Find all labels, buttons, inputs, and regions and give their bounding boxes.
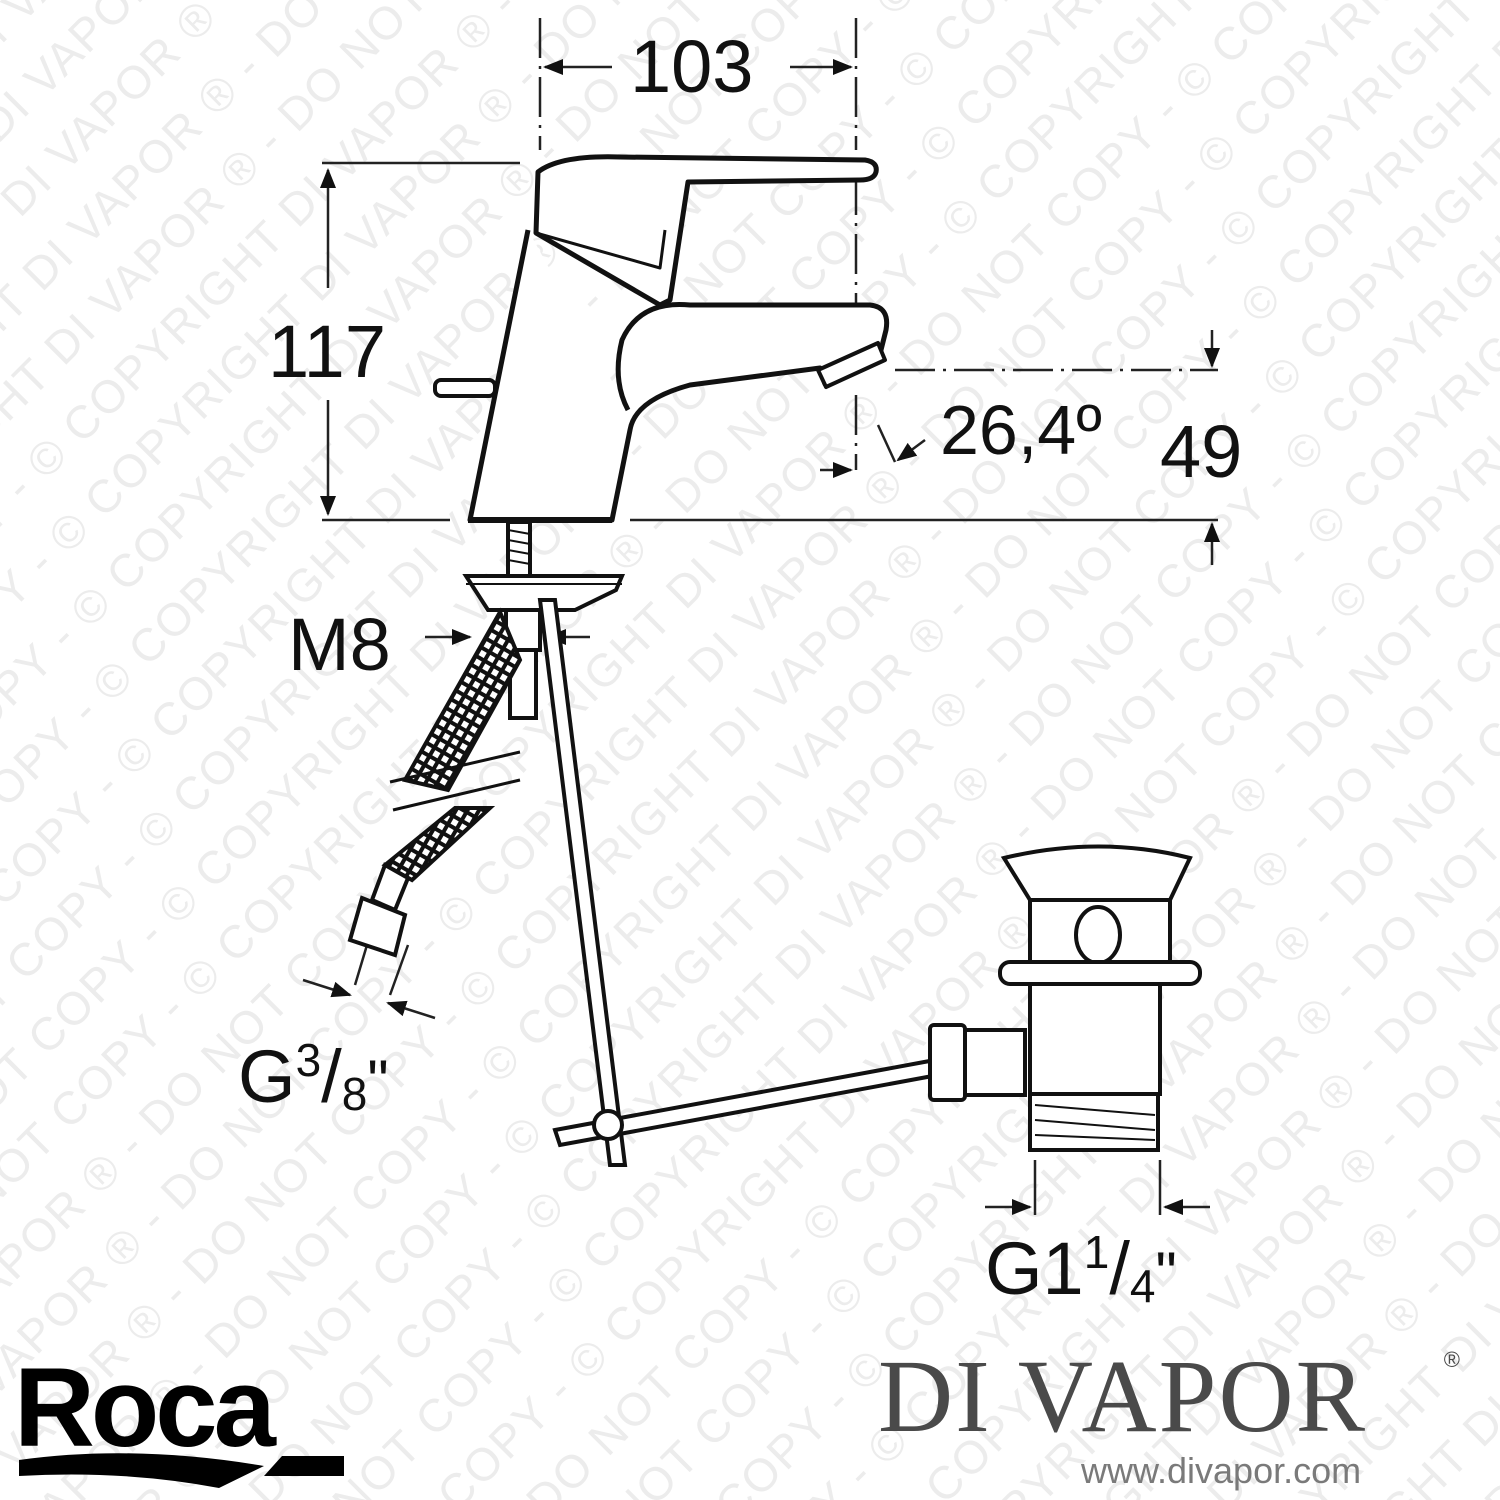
fraction-slash: / bbox=[321, 1035, 342, 1118]
waste-connection-prefix: G1 bbox=[985, 1227, 1084, 1310]
spout-height-label: 49 bbox=[1160, 410, 1243, 493]
inch-mark: " bbox=[1155, 1240, 1177, 1307]
fraction-slash: / bbox=[1109, 1227, 1130, 1310]
spout-angle-label: 26,4º bbox=[940, 391, 1102, 469]
roca-wordmark: Roca bbox=[14, 1345, 276, 1470]
inch-mark: " bbox=[367, 1048, 389, 1115]
pop-up-waste bbox=[537, 598, 1202, 1167]
fraction-denominator: 4 bbox=[1129, 1260, 1156, 1312]
divapor-wordmark: DI VAPOR bbox=[878, 1339, 1367, 1454]
fraction-numerator: 1 bbox=[1083, 1226, 1110, 1278]
fraction-numerator: 3 bbox=[295, 1034, 322, 1086]
thread-size-label: M8 bbox=[288, 603, 391, 686]
divapor-url[interactable]: www.divapor.com bbox=[1081, 1450, 1362, 1491]
height-dimension-label: 117 bbox=[268, 310, 386, 393]
supply-hose bbox=[347, 607, 523, 958]
hose-connection-prefix: G bbox=[238, 1035, 296, 1118]
roca-logo: Roca bbox=[14, 1345, 349, 1488]
hose-connection-fraction: 3/8 bbox=[295, 1034, 368, 1120]
waste-connection-fraction: 1/4 bbox=[1083, 1226, 1156, 1312]
width-dimension-label: 103 bbox=[630, 25, 754, 108]
roca-wave-icon bbox=[19, 1453, 344, 1488]
divapor-logo: DI VAPOR ® www.divapor.com bbox=[878, 1339, 1478, 1489]
tap-body bbox=[433, 154, 890, 523]
mounting-hardware bbox=[462, 520, 626, 720]
dimension-lines bbox=[302, 18, 1220, 1215]
registered-mark: ® bbox=[1443, 1347, 1460, 1372]
fraction-denominator: 8 bbox=[341, 1068, 368, 1120]
